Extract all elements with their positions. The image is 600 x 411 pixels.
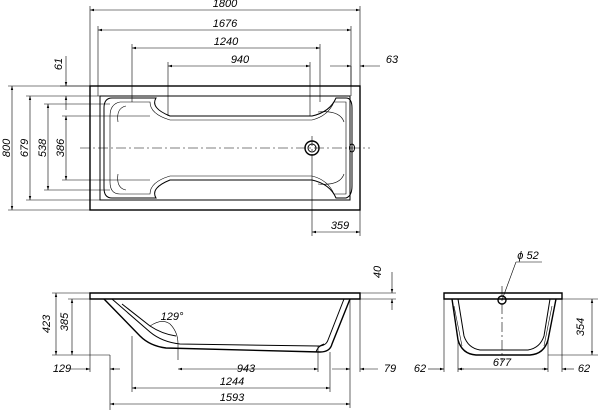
tub-inner-basin [99, 95, 351, 201]
tub-bowl-outline [103, 97, 353, 199]
dim-800: 800 [1, 138, 13, 157]
dim-1676: 1676 [213, 18, 238, 30]
dim-385: 385 [59, 312, 71, 331]
end-view: ϕ 52 354 62 677 62 [414, 250, 598, 375]
dim-354: 354 [575, 318, 587, 336]
side-foot [315, 343, 325, 353]
side-view: 129° 40 423 385 129 943 79 1244 [41, 265, 396, 410]
dim-359: 359 [331, 220, 349, 232]
dim-423: 423 [41, 314, 53, 333]
dim-940: 940 [231, 54, 250, 66]
dim-1800: 1800 [213, 0, 238, 10]
dim-677: 677 [493, 357, 512, 369]
top-view: 1800 1676 1240 940 63 359 800 679 [1, 0, 399, 236]
angle-arc [149, 321, 179, 345]
end-body [451, 298, 557, 356]
dim-1593: 1593 [220, 392, 245, 404]
side-body [103, 298, 351, 353]
dim-679: 679 [19, 139, 31, 157]
tub-bowl-shadow [117, 105, 345, 191]
dim-129deg: 129° [161, 311, 184, 323]
dim-386: 386 [55, 138, 67, 157]
dim-63: 63 [386, 54, 399, 66]
dim-943: 943 [237, 363, 256, 375]
dim-1244: 1244 [220, 376, 244, 388]
dim-62-right: 62 [578, 363, 590, 375]
dim-79: 79 [384, 363, 396, 375]
end-side-shade [453, 305, 553, 347]
end-body-inner [457, 298, 551, 351]
side-body-inner [111, 298, 345, 347]
dim-62-left: 62 [414, 363, 426, 375]
side-rim [89, 292, 361, 300]
dim-129: 129 [53, 363, 71, 375]
dim-1240: 1240 [214, 36, 239, 48]
dim-61: 61 [53, 58, 65, 70]
dim-phi52: ϕ 52 [517, 250, 538, 262]
dim-538: 538 [37, 138, 49, 157]
dim-40: 40 [372, 265, 384, 278]
